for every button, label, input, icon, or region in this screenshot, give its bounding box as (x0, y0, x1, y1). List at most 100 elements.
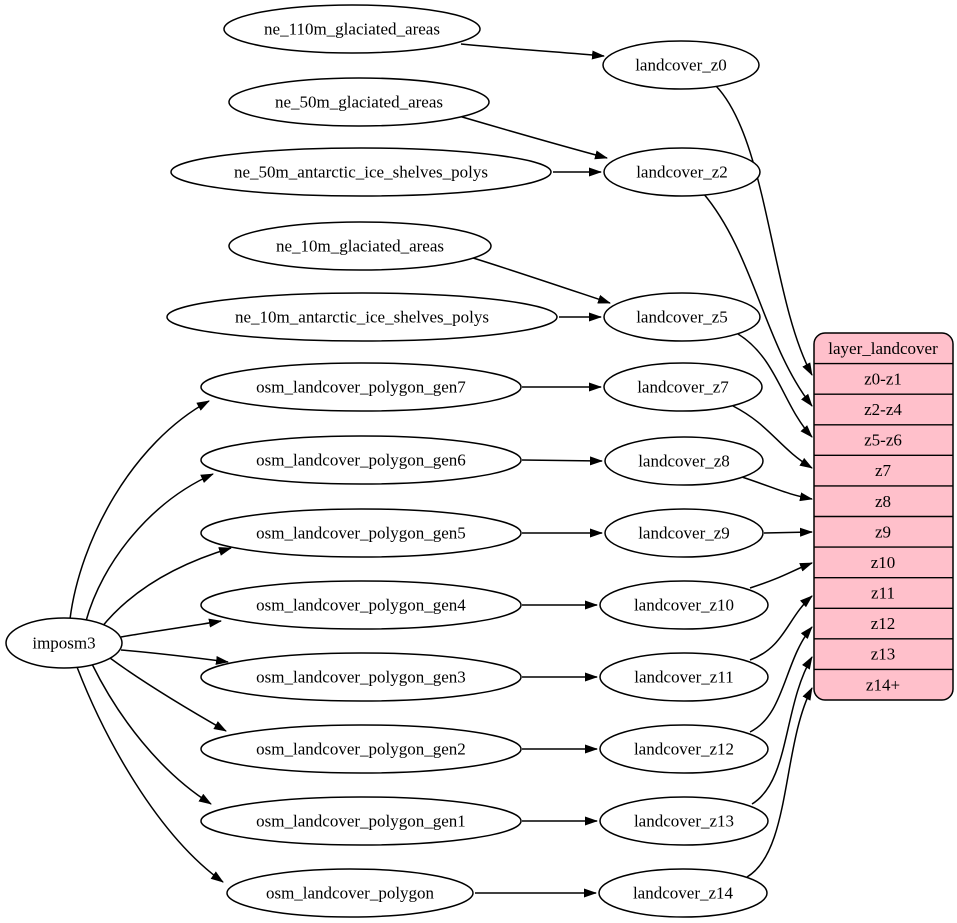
node-landcover-z14: landcover_z14 (598, 868, 768, 918)
edge-landcover-z14-field-z14plus (746, 687, 813, 878)
node-landcover-z12: landcover_z12 (599, 724, 769, 774)
edge-landcover-z11-field-z11 (749, 595, 813, 661)
node-ellipse (599, 580, 769, 630)
edge-landcover-z0-field-z0-z1 (715, 85, 813, 376)
node-label: ne_50m_glaciated_areas (275, 93, 443, 112)
node-ellipse (223, 4, 481, 54)
edge-ne-50m-glaciated-areas-landcover-z2 (451, 113, 608, 160)
node-ne-50m-glaciated-areas: ne_50m_glaciated_areas (228, 77, 490, 127)
node-ellipse (5, 617, 123, 669)
node-label: landcover_z5 (636, 308, 728, 327)
node-ellipse (200, 508, 522, 558)
edge-landcover-z8-field-z8 (741, 476, 813, 502)
edge-imposm3-osm-landcover-polygon-gen6 (85, 473, 214, 622)
table-row-label-z14plus: z14+ (866, 675, 900, 694)
edge-imposm3-osm-landcover-polygon-gen5 (100, 547, 232, 629)
node-osm-landcover-polygon-gen4: osm_landcover_polygon_gen4 (200, 580, 522, 630)
node-osm-landcover-polygon-gen3: osm_landcover_polygon_gen3 (200, 652, 522, 702)
edge-ne-10m-glaciated-areas-landcover-z5 (469, 256, 611, 304)
node-ellipse (170, 147, 552, 197)
node-osm-landcover-polygon-gen5: osm_landcover_polygon_gen5 (200, 508, 522, 558)
node-ellipse (228, 221, 492, 271)
node-ne-110m-glaciated-areas: ne_110m_glaciated_areas (223, 4, 481, 54)
node-label: landcover_z11 (634, 668, 733, 687)
node-landcover-z8: landcover_z8 (604, 436, 764, 486)
table-row-label-z12: z12 (871, 614, 896, 633)
node-landcover-z10: landcover_z10 (599, 580, 769, 630)
node-label: osm_landcover_polygon_gen6 (256, 451, 466, 470)
table-row-label-z7: z7 (875, 461, 892, 480)
node-ellipse (603, 362, 763, 412)
node-ellipse (200, 362, 522, 412)
table-row-label-z0-z1: z0-z1 (864, 370, 902, 389)
node-ellipse (200, 796, 522, 846)
edge-imposm3-osm-landcover-polygon-gen4 (120, 618, 222, 638)
edge-osm-landcover-polygon-gen6-landcover-z8 (521, 456, 603, 466)
node-label: landcover_z0 (635, 56, 727, 75)
node-label: ne_10m_glaciated_areas (276, 237, 444, 256)
node-label: osm_landcover_polygon_gen5 (256, 524, 466, 543)
edge-imposm3-osm-landcover-polygon-gen1 (91, 663, 212, 805)
node-ellipse (604, 436, 764, 486)
edge-landcover-z12-field-z12 (749, 626, 813, 733)
edge-landcover-z2-field-z2-z4 (702, 192, 813, 407)
table-title: layer_landcover (828, 339, 938, 358)
node-landcover-z9: landcover_z9 (604, 508, 764, 558)
node-ellipse (166, 292, 558, 342)
node-ne-50m-antarctic-ice-shelves-polys: ne_50m_antarctic_ice_shelves_polys (170, 147, 552, 197)
node-label: landcover_z10 (634, 596, 734, 615)
node-label: osm_landcover_polygon_gen7 (256, 378, 466, 397)
node-ellipse (599, 724, 769, 774)
node-label: ne_50m_antarctic_ice_shelves_polys (234, 163, 488, 182)
node-landcover-z11: landcover_z11 (599, 652, 769, 702)
node-label: landcover_z14 (633, 884, 734, 903)
edge-landcover-z5-field-z5-z6 (737, 333, 813, 438)
node-osm-landcover-polygon-gen2: osm_landcover_polygon_gen2 (200, 724, 522, 774)
node-osm-landcover-polygon-gen1: osm_landcover_polygon_gen1 (200, 796, 522, 846)
node-label: osm_landcover_polygon (266, 884, 435, 903)
node-ellipse (200, 652, 522, 702)
node-ellipse (228, 77, 490, 127)
edge-landcover-z10-field-z10 (749, 562, 813, 589)
node-label: landcover_z13 (634, 812, 734, 831)
node-ellipse (604, 508, 764, 558)
node-label: landcover_z12 (634, 740, 734, 759)
edge-landcover-z13-field-z13 (751, 656, 813, 805)
edge-imposm3-osm-landcover-polygon (76, 666, 224, 883)
node-ellipse (200, 724, 522, 774)
edge-ne-110m-glaciated-areas-landcover-z0 (460, 43, 605, 60)
node-label: landcover_z7 (637, 378, 729, 397)
edge-imposm3-osm-landcover-polygon-gen2 (109, 657, 227, 732)
node-landcover-z2: landcover_z2 (603, 147, 761, 197)
node-ellipse (200, 435, 522, 485)
table-row-label-z13: z13 (871, 645, 896, 664)
edge-landcover-z9-field-z9 (763, 527, 813, 537)
node-label: landcover_z2 (636, 163, 728, 182)
edges-group (69, 43, 813, 898)
node-label: imposm3 (32, 634, 95, 653)
table-row-label-z2-z4: z2-z4 (864, 400, 902, 419)
table-row-label-z8: z8 (875, 492, 891, 511)
node-ellipse (603, 292, 761, 342)
node-label: landcover_z8 (638, 452, 730, 471)
node-imposm3: imposm3 (5, 617, 123, 669)
node-landcover-z0: landcover_z0 (602, 40, 760, 90)
node-ellipse (598, 868, 768, 918)
node-label: osm_landcover_polygon_gen1 (256, 812, 466, 831)
node-osm-landcover-polygon: osm_landcover_polygon (226, 868, 474, 918)
node-label: ne_10m_antarctic_ice_shelves_polys (235, 308, 489, 327)
node-osm-landcover-polygon-gen7: osm_landcover_polygon_gen7 (200, 362, 522, 412)
node-label: landcover_z9 (638, 524, 730, 543)
node-ellipse (599, 652, 769, 702)
node-ne-10m-glaciated-areas: ne_10m_glaciated_areas (228, 221, 492, 271)
edge-imposm3-osm-landcover-polygon-gen7 (69, 400, 210, 620)
node-ellipse (602, 40, 760, 90)
node-label: osm_landcover_polygon_gen3 (256, 668, 466, 687)
node-landcover-z13: landcover_z13 (599, 796, 769, 846)
node-ellipse (599, 796, 769, 846)
table-layer-landcover: layer_landcover z0-z1 z2-z4 z5-z6 z7 z8 … (813, 332, 954, 701)
node-label: ne_110m_glaciated_areas (264, 20, 440, 39)
node-landcover-z7: landcover_z7 (603, 362, 763, 412)
